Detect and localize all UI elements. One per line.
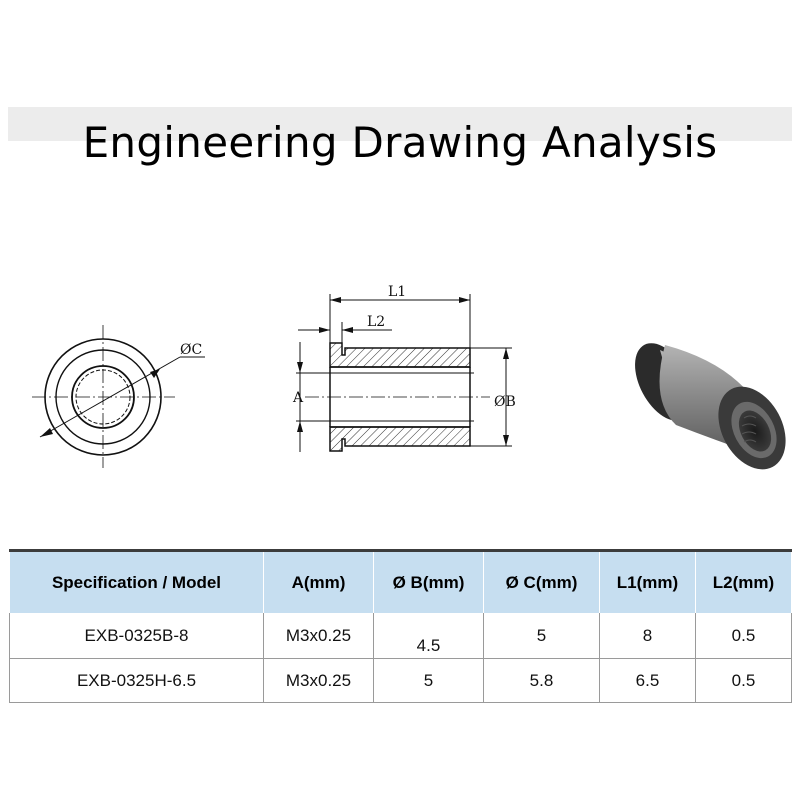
diam-b-label: ØB (494, 394, 516, 410)
cell-c: 5 (483, 613, 600, 659)
cell-l2: 0.5 (695, 613, 792, 659)
page-title: Engineering Drawing Analysis (82, 118, 718, 167)
title-band (8, 107, 792, 141)
cell-c: 5.8 (483, 658, 600, 703)
end-view (32, 325, 205, 468)
col-header-c: Ø C(mm) (483, 549, 600, 613)
table-row: EXB-0325H-6.5 M3x0.25 5 5.8 6.5 0.5 (9, 658, 792, 703)
cell-a: M3x0.25 (263, 613, 374, 659)
cell-model: EXB-0325B-8 (9, 613, 264, 659)
cell-l1: 6.5 (599, 658, 696, 703)
dim-b (470, 347, 512, 447)
l1-label: L1 (388, 284, 406, 300)
engineering-drawing: ØC L1 L2 A (32, 284, 786, 470)
diam-c-label: ØC (180, 342, 202, 358)
section-view (305, 342, 490, 452)
cell-a: M3x0.25 (263, 658, 374, 703)
col-header-model: Specification / Model (9, 549, 264, 613)
cell-l1: 8 (599, 613, 696, 659)
cell-l2: 0.5 (695, 658, 792, 703)
cell-b: 4.5 (373, 613, 484, 659)
cell-model: EXB-0325H-6.5 (9, 658, 264, 703)
col-header-l2: L2(mm) (695, 549, 792, 613)
col-header-l1: L1(mm) (599, 549, 696, 613)
spec-table: Specification / Model A(mm) Ø B(mm) Ø C(… (9, 549, 792, 703)
dim-l2 (298, 322, 392, 343)
table-row: EXB-0325B-8 M3x0.25 4.5 5 8 0.5 (9, 613, 792, 659)
col-header-b: Ø B(mm) (373, 549, 484, 613)
table-header-row: Specification / Model A(mm) Ø B(mm) Ø C(… (9, 549, 792, 613)
cell-b: 5 (373, 658, 484, 703)
l2-label: L2 (367, 314, 385, 330)
a-label: A (292, 390, 304, 406)
dim-l1 (329, 294, 471, 348)
col-header-a: A(mm) (263, 549, 374, 613)
dim-a (296, 342, 326, 452)
part-3d-render (635, 343, 786, 470)
